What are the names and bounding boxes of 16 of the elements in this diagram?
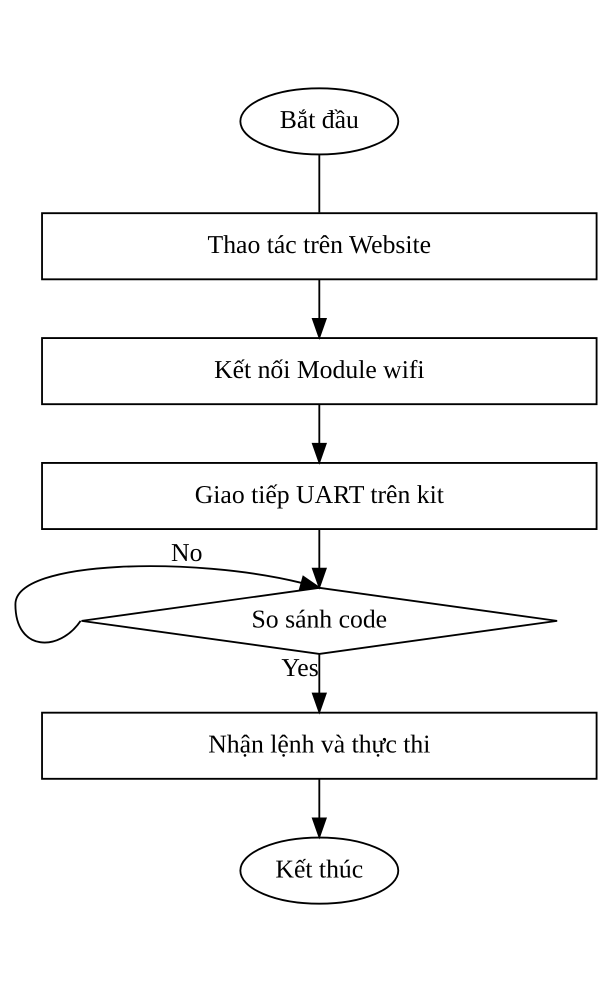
node-diamond: So sánh code [80,586,558,654]
node-ellipse: Kết thúc [239,836,400,904]
node-box: Thao tác trên Website [41,212,598,280]
edge-label: No [171,538,202,567]
node-ellipse: Bắt đầu [239,86,400,155]
arrow [312,404,328,464]
arrow [14,564,322,643]
arrow [312,279,328,340]
node-box: Kết nối Module wifi [41,336,598,405]
node-box: Nhận lệnh và thực thi [41,711,598,780]
edge-label: Yes [281,652,319,682]
node-box: Giao tiếp UART trên kit [41,462,598,530]
arrow [312,529,328,590]
connector [318,154,320,212]
arrow [312,654,328,714]
arrow [312,778,328,839]
